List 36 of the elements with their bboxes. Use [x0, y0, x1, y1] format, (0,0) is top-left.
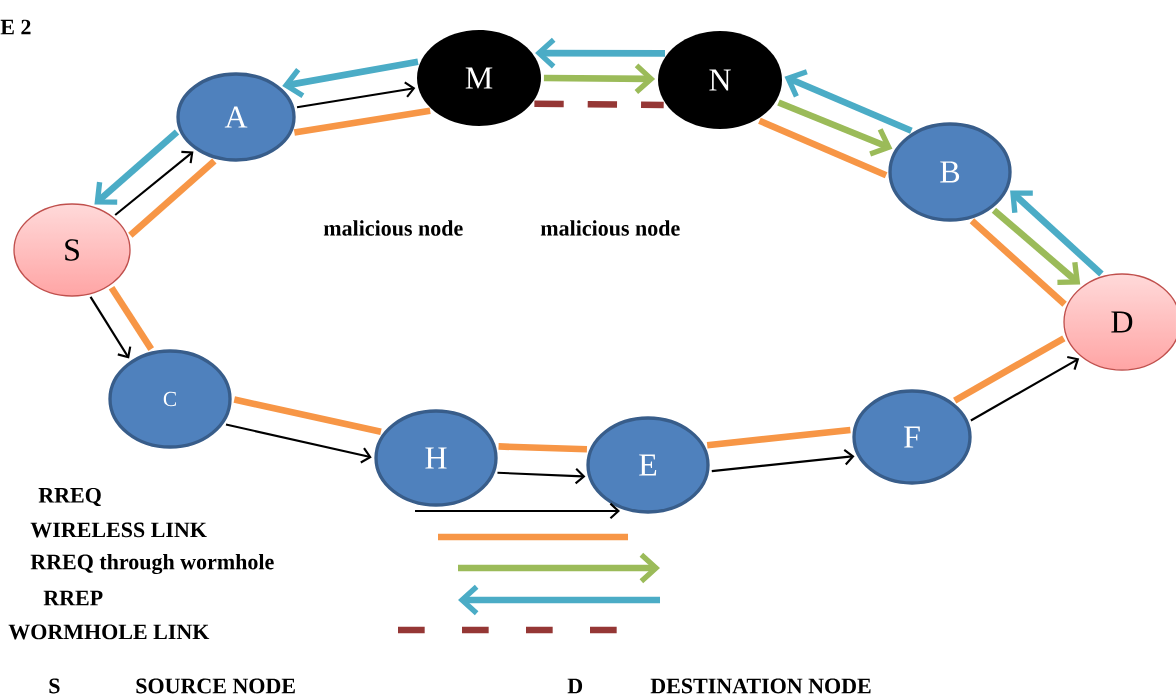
arrow — [94, 129, 180, 205]
network-node: B — [888, 122, 1012, 222]
label: malicious node — [540, 220, 680, 236]
label: E 2 — [0, 19, 31, 35]
network-node: H — [374, 409, 498, 507]
arrow — [225, 423, 372, 464]
arrow — [784, 69, 913, 134]
label: SOURCE NODE — [136, 678, 295, 694]
network-node: C — [108, 349, 232, 449]
arrow — [711, 449, 855, 473]
arrow — [296, 81, 416, 109]
label: D — [567, 678, 583, 694]
label: S — [49, 678, 60, 694]
arrow — [89, 296, 132, 359]
legend-label: RREQ through wormhole — [30, 553, 274, 575]
arrow — [497, 468, 586, 485]
network-node: N — [658, 31, 782, 129]
network-node: E — [586, 416, 710, 514]
arrow — [991, 207, 1081, 286]
legend-label: RREP — [43, 590, 103, 606]
network-node: M — [417, 30, 541, 126]
network-node: D — [1063, 273, 1176, 371]
arrow — [777, 99, 893, 157]
arrow — [1010, 190, 1104, 277]
legend-label: WIRELESS LINK — [30, 522, 207, 538]
arrow — [543, 63, 656, 95]
label: DESTINATION NODE — [650, 678, 871, 694]
legend-label: WORMHOLE LINK — [8, 624, 210, 640]
network-node: S — [13, 203, 131, 297]
label: malicious node — [323, 220, 463, 236]
network-node: A — [176, 72, 296, 162]
network-node: F — [852, 389, 972, 485]
arrow — [282, 58, 419, 99]
arrow — [114, 150, 194, 216]
arrow — [970, 355, 1080, 422]
legend-label: RREQ — [38, 487, 101, 507]
